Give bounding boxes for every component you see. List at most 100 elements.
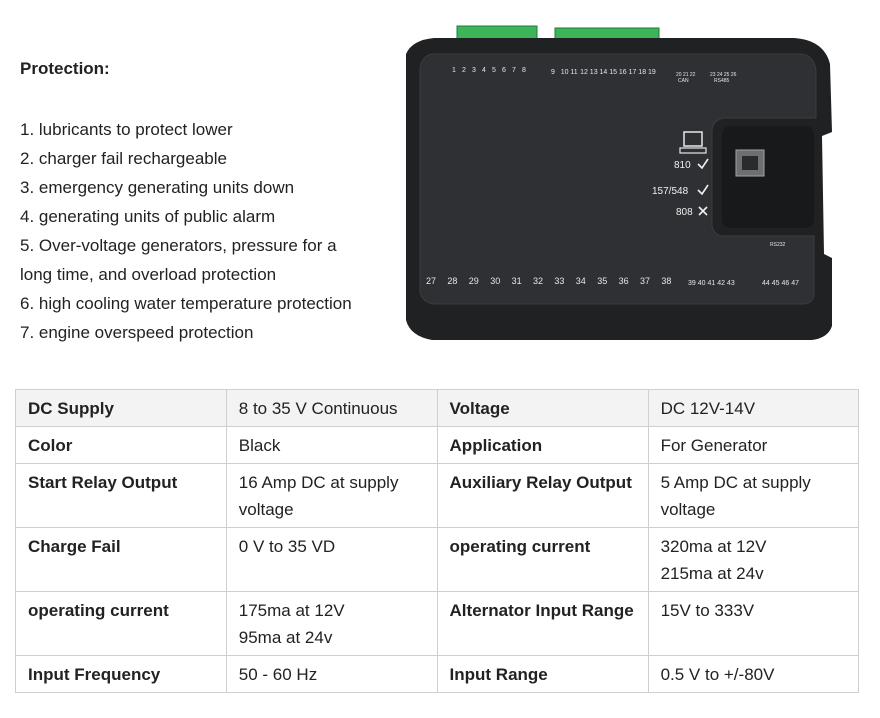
spec-value: 0 V to 35 VD <box>225 527 438 592</box>
spec-value: DC 12V-14V <box>647 389 860 427</box>
protection-section: Protection: 1. lubricants to protect low… <box>20 54 360 347</box>
terminal-number: 12 <box>580 69 588 76</box>
spec-value-line: 0.5 V to +/-80V <box>660 665 775 684</box>
spec-value: 15V to 333V <box>647 591 860 656</box>
terminal-number: 5 <box>492 67 496 74</box>
terminal-number: 15 <box>609 69 617 76</box>
spec-value: 50 - 60 Hz <box>225 655 438 693</box>
terminal-number: 35 <box>597 276 607 286</box>
protection-item: 7. engine overspeed protection <box>20 323 254 342</box>
spec-label: Input Range <box>436 655 649 693</box>
spec-value-line: DC 12V-14V <box>660 399 756 418</box>
spec-value-line: 95ma at 24v <box>238 628 333 647</box>
spec-value-line: 50 - 60 Hz <box>238 665 318 684</box>
terminal-number: 36 <box>619 276 629 286</box>
protection-heading: Protection: <box>20 59 110 78</box>
spec-value-line: 16 Amp DC at supply <box>238 473 399 492</box>
spec-value-line: 175ma at 12V <box>238 601 345 620</box>
spec-label: Auxiliary Relay Output <box>436 463 649 528</box>
spec-value: Black <box>225 426 438 464</box>
computer-icon <box>679 131 707 154</box>
terminal-number: 30 <box>490 276 500 286</box>
protection-item: 6. high cooling water temperature protec… <box>20 294 352 313</box>
spec-value-line: 0 V to 35 VD <box>238 537 336 556</box>
terminal-numbers-bottom-3: 44 45 46 47 <box>762 280 799 287</box>
spec-label: Alternator Input Range <box>436 591 649 656</box>
spec-label: operating current <box>15 591 227 656</box>
terminal-number: 6 <box>502 67 506 74</box>
spec-value-line: 215ma at 24v <box>660 564 764 583</box>
rs232-label: RS232 <box>770 242 786 248</box>
protection-item: 1. lubricants to protect lower <box>20 120 233 139</box>
terminal-number: 14 <box>600 69 608 76</box>
terminal-number: 32 <box>533 276 543 286</box>
terminal-number: 16 <box>619 69 627 76</box>
terminal-number: 9 <box>551 69 555 76</box>
terminal-number: 2 <box>462 67 466 74</box>
protection-item: 4. generating units of public alarm <box>20 207 276 226</box>
terminal-number: 28 <box>447 276 457 286</box>
terminal-number: 4 <box>482 67 486 74</box>
spec-value-line: For Generator <box>660 436 768 455</box>
terminal-number: 19 <box>648 69 656 76</box>
terminal-number: 1 <box>452 67 456 74</box>
protection-item: 2. charger fail rechargeable <box>20 149 227 168</box>
protection-item: 5. Over-voltage generators, pressure for… <box>20 236 337 284</box>
status-810-label: 810 <box>674 160 691 171</box>
spec-value: For Generator <box>647 426 860 464</box>
terminal-number: 11 <box>570 69 577 76</box>
spec-row: operating current 175ma at 12V 95ma at 24v… <box>15 591 860 656</box>
spec-label: Application <box>436 426 649 464</box>
check-icon <box>697 184 709 196</box>
terminal-number: 18 <box>638 69 646 76</box>
terminal-number: 17 <box>629 69 637 76</box>
spec-label: Voltage <box>436 389 649 427</box>
protection-list: 1. lubricants to protect lower 2. charge… <box>20 115 360 347</box>
spec-value-line: voltage <box>660 500 716 519</box>
spec-value: 175ma at 12V 95ma at 24v <box>225 591 438 656</box>
terminal-number: 10 <box>561 69 569 76</box>
spec-label: operating current <box>436 527 649 592</box>
spec-value-line: 15V to 333V <box>660 601 755 620</box>
spec-label: DC Supply <box>15 389 227 427</box>
terminal-number: 31 <box>512 276 522 286</box>
spec-value: 8 to 35 V Continuous <box>225 389 438 427</box>
terminal-number: 27 <box>426 276 436 286</box>
spec-value-line: 320ma at 12V <box>660 537 767 556</box>
spec-label: Charge Fail <box>15 527 227 592</box>
rs485-label: RS485 <box>714 78 730 84</box>
terminal-number: 7 <box>512 67 516 74</box>
check-icon <box>697 158 709 170</box>
can-label: CAN <box>678 78 689 84</box>
spec-label: Color <box>15 426 227 464</box>
status-808-label: 808 <box>676 207 693 218</box>
spec-row: Charge Fail 0 V to 35 VD operating current… <box>15 527 860 592</box>
terminal-number: 8 <box>522 67 526 74</box>
spec-label: Input Frequency <box>15 655 227 693</box>
spec-value: 320ma at 12V 215ma at 24v <box>647 527 860 592</box>
terminal-number: 38 <box>661 276 671 286</box>
spec-value: 0.5 V to +/-80V <box>647 655 860 693</box>
status-157-label: 157/548 <box>652 186 689 197</box>
terminal-number: 3 <box>472 67 476 74</box>
spec-label: Start Relay Output <box>15 463 227 528</box>
terminal-number: 37 <box>640 276 650 286</box>
rs485-numbers: 23 24 25 26 <box>710 72 737 78</box>
spec-row: Input Frequency 50 - 60 Hz Input Range 0.5 … <box>15 655 860 693</box>
protection-item: 3. emergency generating units down <box>20 178 295 197</box>
port-recess <box>722 126 814 228</box>
terminal-numbers-bottom-2: 39 40 41 42 43 <box>688 280 735 287</box>
device-face <box>419 53 817 305</box>
cross-icon <box>698 206 708 216</box>
spec-value-line: 5 Amp DC at supply <box>660 473 811 492</box>
terminal-number: 34 <box>576 276 586 286</box>
